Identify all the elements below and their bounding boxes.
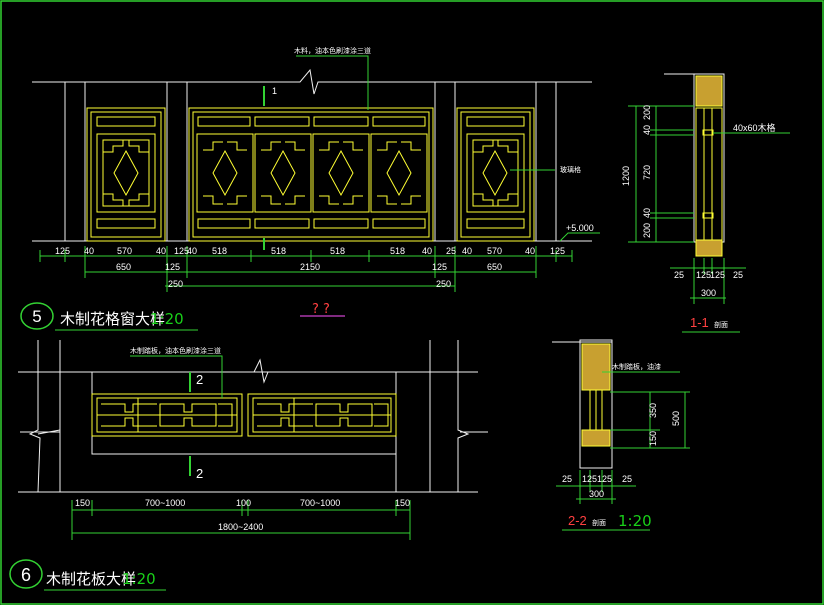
sec2-dim-125-b: 125 [597, 474, 612, 484]
dim-570-b: 570 [487, 246, 502, 256]
title-panel: 木制花板大样 [46, 570, 136, 588]
sec1-dim-200-b: 200 [642, 223, 652, 238]
dim-650-a: 650 [116, 262, 131, 272]
sec2-label: 2-2 [568, 513, 587, 528]
sec2-dim-350: 350 [648, 403, 658, 418]
dim-2150: 2150 [300, 262, 320, 272]
extra-label: ? ? [312, 302, 330, 317]
sec2-dim-25-a: 25 [562, 474, 572, 484]
lattice-panel-right [456, 107, 535, 242]
lattice-panel-middle [188, 107, 434, 242]
dim-25: 25 [446, 246, 456, 256]
dim-40-c: 40 [187, 246, 197, 256]
drawing-number-6: 6 [21, 565, 31, 585]
title-window-scale: 1:20 [150, 310, 184, 328]
section-2-2: 木制踏板，油漆 350 150 500 25 125 125 25 300 2-… [552, 339, 690, 531]
sec2-label-suffix: 剖面 [592, 518, 606, 527]
dim-40-e: 40 [462, 246, 472, 256]
section-mark-2-bottom: 2 [196, 466, 203, 481]
note-panel-finish: 木制踏板，油本色刷漆涂三道 [130, 346, 221, 355]
lattice-strip [91, 393, 397, 437]
sec2-dim-25-b: 25 [622, 474, 632, 484]
dim-518-c: 518 [330, 246, 345, 256]
dim-570-a: 570 [117, 246, 132, 256]
sec1-dim-200-a: 200 [642, 105, 652, 120]
sec1-note: 40x60木格 [733, 122, 776, 133]
title-window: 木制花格窗大样 [60, 310, 165, 328]
note-glass: 玻璃格 [560, 165, 581, 174]
elevation-mark: +5.000 [566, 223, 594, 233]
sec1-dim-720: 720 [642, 165, 652, 180]
dim-518-a: 518 [212, 246, 227, 256]
sec1-dim-125-b: 125 [710, 270, 725, 280]
dim-125-b: 125 [174, 246, 189, 256]
title-panel-scale: 1:20 [122, 570, 156, 588]
panel-dim-700-b: 700~1000 [300, 498, 340, 508]
sec1-dim-300: 300 [701, 288, 716, 298]
dim-250-a: 250 [168, 279, 183, 289]
window-elevation: 1 木料，油本色刷漆涂三道 玻璃格 +5.000 125 40 570 40 1… [20, 46, 600, 331]
sec2-dim-300: 300 [589, 489, 604, 499]
sec1-dim-25-a: 25 [674, 270, 684, 280]
sec2-scale: 1:20 [618, 512, 652, 530]
sec1-label: 1-1 [690, 315, 709, 330]
dim-125-c: 125 [550, 246, 565, 256]
drawing-number-5: 5 [32, 307, 41, 326]
sec2-dim-500: 500 [671, 411, 681, 426]
sec1-dim-40-b: 40 [642, 208, 652, 218]
section-1-1: 1200 40 200 720 40 200 40x60木格 25 125 12… [621, 73, 790, 333]
dim-40-a: 40 [84, 246, 94, 256]
panel-dim-total: 1800~2400 [218, 522, 263, 532]
dim-125-a: 125 [55, 246, 70, 256]
panel-dim-150-a: 150 [75, 498, 90, 508]
note-wood-finish: 木料，油本色刷漆涂三道 [294, 46, 371, 55]
dim-40-f: 40 [525, 246, 535, 256]
dim-40-b: 40 [156, 246, 166, 256]
dim-250-b: 250 [436, 279, 451, 289]
sec1-dim-125-a: 125 [696, 270, 711, 280]
sec1-dim-25-b: 25 [733, 270, 743, 280]
sec1-dim-40-a: 40 [642, 125, 652, 135]
panel-dim-700-a: 700~1000 [145, 498, 185, 508]
dim-518-b: 518 [271, 246, 286, 256]
section-mark-1: 1 [272, 86, 277, 96]
panel-dim-100: 100 [236, 498, 251, 508]
panel-elevation: 2 2 木制踏板，油本色刷漆涂三道 150 700~1000 100 700~1… [9, 340, 488, 591]
dim-650-b: 650 [487, 262, 502, 272]
sec2-dim-150: 150 [648, 431, 658, 446]
sec1-label-suffix: 剖面 [714, 320, 728, 329]
dim-518-d: 518 [390, 246, 405, 256]
dim-40-d: 40 [422, 246, 432, 256]
lattice-panel-left [86, 107, 166, 242]
sec2-note: 木制踏板，油漆 [612, 362, 661, 371]
dim-125-e: 125 [432, 262, 447, 272]
section-mark-2-top: 2 [196, 372, 203, 387]
sec1-dim-1200: 1200 [621, 166, 631, 186]
dim-125-d: 125 [165, 262, 180, 272]
panel-dim-150-b: 150 [395, 498, 410, 508]
sec2-dim-125-a: 125 [582, 474, 597, 484]
